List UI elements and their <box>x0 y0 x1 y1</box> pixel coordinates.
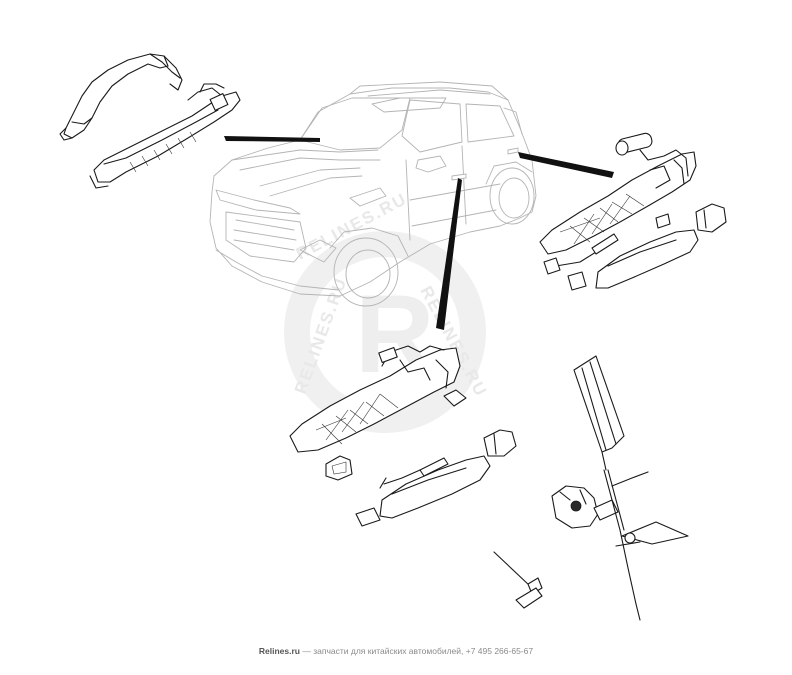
inner-handle <box>63 53 169 139</box>
footer-text: — запчасти для китайских автомобилей, +7… <box>300 646 534 656</box>
rear-handle-carrier <box>539 151 697 255</box>
footer: Relines.ru — запчасти для китайских авто… <box>0 646 792 656</box>
rear-outer-handle <box>595 229 699 289</box>
rear-handle-cap <box>695 203 727 233</box>
door-lock-assembly <box>493 355 689 621</box>
glass-run-channel <box>573 355 625 453</box>
front-handle-carrier <box>289 347 461 453</box>
leader-front-interior <box>224 136 320 142</box>
leader-lines <box>224 136 614 330</box>
leader-rear-door <box>518 152 614 178</box>
rear-door-handle-assembly <box>539 132 727 291</box>
front-door-handle-assembly <box>289 345 517 527</box>
leader-front-door <box>436 178 462 330</box>
footer-brand[interactable]: Relines.ru <box>258 646 300 656</box>
lock-rod <box>493 551 531 587</box>
front-handle-gasket <box>325 455 353 481</box>
front-handle-cap <box>483 429 517 457</box>
front-outer-handle <box>379 455 491 519</box>
lock-cylinder-piece <box>515 587 543 609</box>
interior-handle-assembly <box>59 53 241 189</box>
